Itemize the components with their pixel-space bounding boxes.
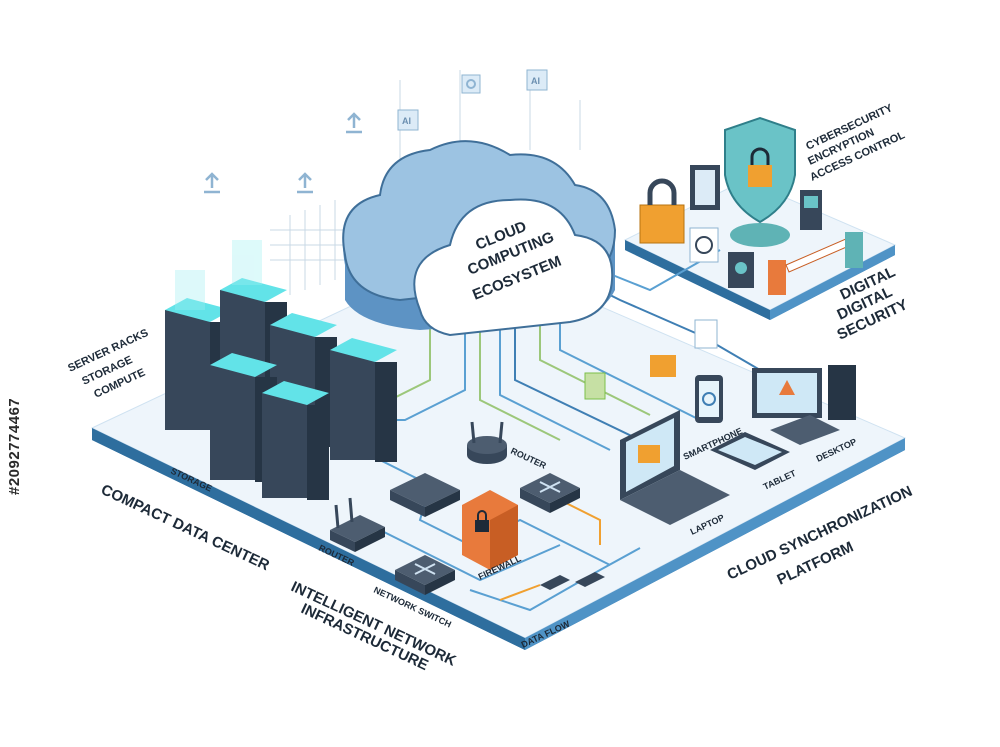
tablet-icon [710, 432, 790, 470]
server-rack [210, 353, 277, 482]
padlock-icon [639, 178, 685, 244]
server-rack [330, 338, 397, 462]
upload-icon [346, 112, 362, 134]
ai-badge-label: AI [402, 116, 411, 126]
desktop-icon [752, 365, 856, 445]
keypad-icon [800, 190, 822, 230]
network-switch-icon [390, 473, 460, 517]
user-badge-icon [728, 252, 754, 288]
network-switch-icon [520, 473, 580, 513]
document-icon [584, 372, 606, 400]
cloud-icon [342, 140, 617, 337]
usb-cable-icon [540, 572, 605, 590]
upload-icon [297, 172, 313, 194]
ai-badge-label: AI [531, 76, 540, 86]
fingerprint-icon [689, 227, 719, 263]
upload-icon [204, 172, 220, 194]
gear-icon [461, 74, 481, 94]
ai-chip-icon: AI [397, 109, 419, 131]
server-glow [175, 240, 262, 310]
network-switch-icon [395, 555, 455, 595]
shield-lock-icon [724, 116, 796, 247]
ai-chip-icon: AI [526, 69, 548, 91]
barrier-gate-icon [768, 232, 863, 295]
id-card-icon [690, 165, 720, 210]
server-rack [262, 381, 329, 500]
folder-icon [650, 355, 676, 377]
stock-id: #2092774467 [6, 397, 23, 495]
datacenter-tags: SERVER RACKS STORAGE COMPUTE [66, 327, 150, 401]
security-tags: CYBERSECURITY ENCRYPTION ACCESS CONTROL [804, 102, 907, 184]
firewall-icon [462, 490, 518, 570]
smartphone-icon [695, 375, 723, 423]
document-icon [694, 319, 718, 349]
router-icon [330, 497, 385, 552]
laptop-icon [620, 410, 730, 525]
router-icon [467, 421, 507, 464]
